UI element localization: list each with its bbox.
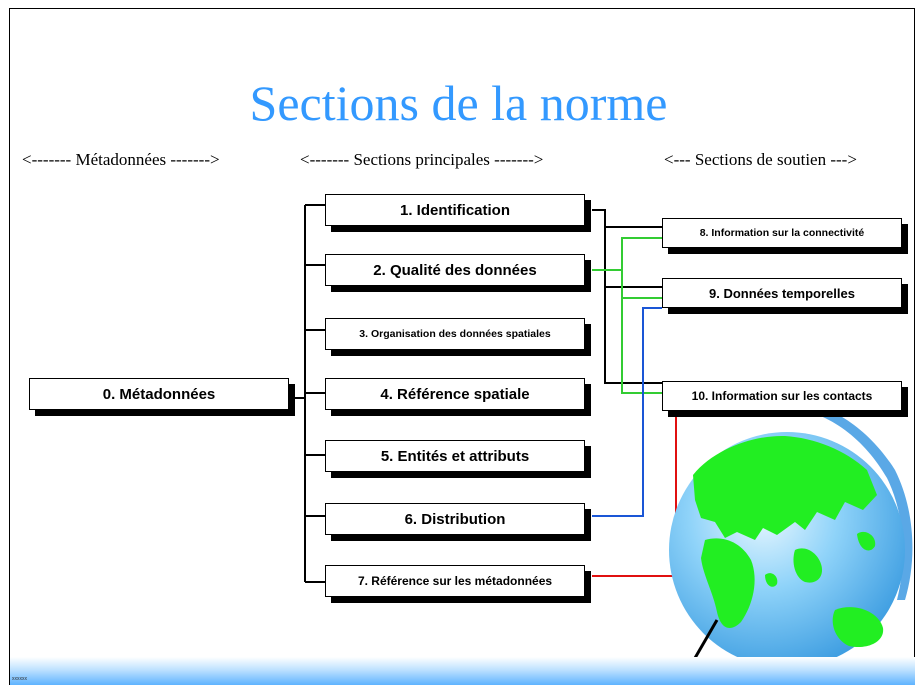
- box-section-9: 9. Données temporelles: [662, 278, 902, 308]
- link-identification-temporal: [604, 227, 662, 288]
- box-section-6: 6. Distribution: [325, 503, 585, 535]
- slide-title: Sections de la norme: [249, 75, 668, 131]
- box-section-3: 3. Organisation des données spatiales: [325, 318, 585, 350]
- link-quality-temporal: [621, 270, 662, 299]
- box-section-7: 7. Référence sur les métadonnées: [325, 565, 585, 597]
- header-main-sections: <------- Sections principales ------->: [300, 150, 544, 169]
- box-section-2: 2. Qualité des données: [325, 254, 585, 286]
- box-section-1: 1. Identification: [325, 194, 585, 226]
- box-section-4: 4. Référence spatiale: [325, 378, 585, 410]
- link-distribution-temporal: [592, 307, 662, 517]
- link-identification-contacts: [604, 287, 662, 384]
- link-quality-contacts: [621, 298, 662, 394]
- globe-image: [669, 400, 913, 668]
- footer-mark: xxxxxx: [12, 676, 27, 682]
- box-section-5: 5. Entités et attributs: [325, 440, 585, 472]
- box-section-8: 8. Information sur la connectivité: [662, 218, 902, 248]
- link-quality-connectivity: [592, 237, 662, 271]
- link-identification-connectivity: [592, 209, 662, 228]
- header-metadata: <------- Métadonnées ------->: [22, 150, 220, 169]
- header-support-sections: <--- Sections de soutien --->: [664, 150, 857, 169]
- box-section-10: 10. Information sur les contacts: [662, 381, 902, 411]
- box-metadata-root: 0. Métadonnées: [29, 378, 289, 410]
- bottom-gradient-bar: [10, 657, 915, 685]
- slide-frame: [9, 8, 915, 685]
